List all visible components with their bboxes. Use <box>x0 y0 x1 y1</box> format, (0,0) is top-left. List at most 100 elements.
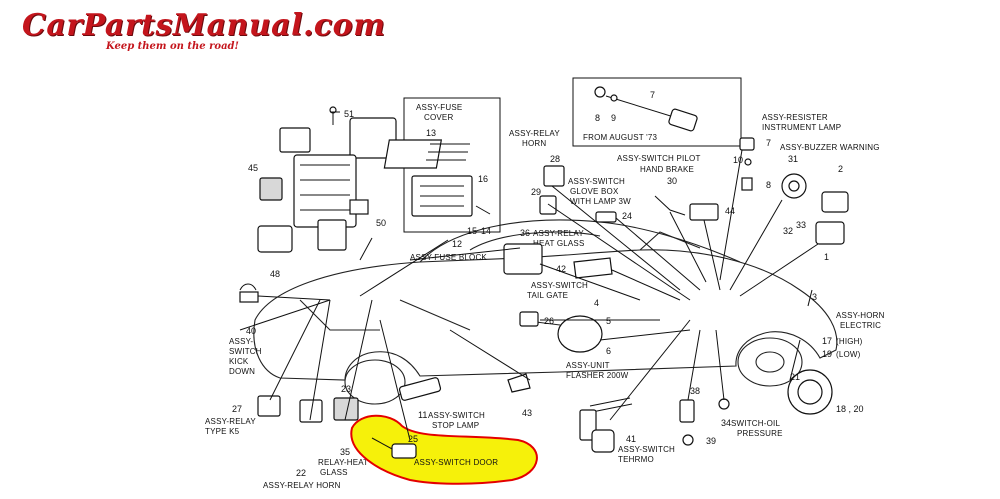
label-tail-gate-1: ASSY-SWITCH <box>531 281 588 290</box>
ref-10: 10 <box>733 155 743 165</box>
label-relay-horn-bottom: ASSY-RELAY HORN <box>263 481 341 490</box>
label-kick-down-2: SWITCH <box>229 347 262 356</box>
logo-text: CarPartsManual.com <box>22 8 386 43</box>
ref-22: 22 <box>296 468 306 478</box>
ref-21: 21 <box>790 372 800 382</box>
ref-18-20: 18 , 20 <box>836 404 864 414</box>
ref-17: 17 <box>822 336 832 346</box>
label-flasher-1: ASSY-UNIT <box>566 361 610 370</box>
label-stop-lamp-2: STOP LAMP <box>432 421 479 430</box>
label-kick-down-3: KICK <box>229 357 249 366</box>
ref-12: 12 <box>452 239 462 249</box>
door-switch-highlight <box>350 414 538 485</box>
ref-7-right: 7 <box>766 138 771 148</box>
ref-43: 43 <box>522 408 532 418</box>
label-oil-pressure-2: PRESSURE <box>737 429 783 438</box>
ref-14: 14 <box>481 226 491 236</box>
label-resister-1: ASSY-RESISTER <box>762 113 828 122</box>
label-type-k5-2: TYPE K5 <box>205 427 240 436</box>
relay-k5-part <box>257 395 281 417</box>
relay-cluster <box>257 106 397 253</box>
ref-50: 50 <box>376 218 386 228</box>
label-fuse-cover-1: ASSY-FUSE <box>416 103 462 112</box>
ref-2: 2 <box>838 164 843 174</box>
ref-16: 16 <box>478 174 488 184</box>
label-tehrmo-1: ASSY-SWITCH <box>618 445 675 454</box>
label-horn-1: ASSY-HORN <box>836 311 885 320</box>
label-heat-glass-1: ASSY-RELAY <box>533 229 584 238</box>
ref-31: 31 <box>788 154 798 164</box>
ref-1: 1 <box>824 252 829 262</box>
ref-25: 25 <box>408 434 418 444</box>
ref-11: 11 <box>418 410 427 420</box>
label-fuse-block: ASSY-FUSE BLOCK <box>410 253 487 262</box>
ref-4: 4 <box>594 298 599 308</box>
ref-38: 38 <box>690 386 700 396</box>
leader-lines <box>239 111 819 441</box>
ref-27: 27 <box>232 404 242 414</box>
label-glove-3: WITH LAMP 3W <box>570 197 631 206</box>
relay-horn-part <box>543 165 565 187</box>
label-fuse-cover-2: COVER <box>424 113 453 122</box>
ref-28: 28 <box>550 154 560 164</box>
label-from-august: FROM AUGUST '73 <box>583 133 658 142</box>
label-glove-1: ASSY-SWITCH <box>568 177 625 186</box>
label-buzzer: ASSY-BUZZER WARNING <box>780 143 880 152</box>
label-pilot-2: HAND BRAKE <box>640 165 694 174</box>
label-resister-2: INSTRUMENT LAMP <box>762 123 841 132</box>
ref-8-top: 8 <box>595 113 600 123</box>
ref-34: 34 <box>721 418 731 428</box>
ref-6: 6 <box>606 346 611 356</box>
ref-19: 19 <box>822 349 832 359</box>
fuse-box-inset <box>383 97 501 233</box>
ref-7-top: 7 <box>650 90 655 100</box>
ref-39: 39 <box>706 436 716 446</box>
label-heat-glass-2: HEAT GLASS <box>533 239 585 248</box>
ref-13: 13 <box>426 128 436 138</box>
ref-41: 41 <box>626 434 636 444</box>
label-switch-door: ASSY-SWITCH DOOR <box>414 458 498 467</box>
label-oil-pressure-1: SWITCH-OIL <box>731 419 780 428</box>
part-44 <box>689 203 719 221</box>
label-flasher-2: FLASHER 200W <box>566 371 629 380</box>
ref-44: 44 <box>725 206 735 216</box>
site-logo: CarPartsManual.com Keep them on the road… <box>22 8 385 52</box>
ref-48: 48 <box>270 269 280 279</box>
relay-heat-glass-part <box>503 243 543 275</box>
label-relay-horn-top-2: HORN <box>522 139 546 148</box>
ref-15: 15 <box>467 226 477 236</box>
ref-26: 26 <box>544 316 554 326</box>
ref-40: 40 <box>246 326 256 336</box>
label-pilot-1: ASSY-SWITCH PILOT <box>617 154 701 163</box>
label-relay-horn-top-1: ASSY-RELAY <box>509 129 560 138</box>
ref-9-top: 9 <box>611 113 616 123</box>
label-kick-down-4: DOWN <box>229 367 255 376</box>
ref-29: 29 <box>531 187 541 197</box>
ref-33: 33 <box>796 220 806 230</box>
label-horn-4: (LOW) <box>836 350 861 359</box>
ref-24: 24 <box>622 211 632 221</box>
ref-32: 32 <box>783 226 793 236</box>
ref-8-right: 8 <box>766 180 771 190</box>
flasher-part <box>557 315 603 353</box>
label-relay-heat-glass-2: GLASS <box>320 468 348 477</box>
label-type-k5-1: ASSY-RELAY <box>205 417 256 426</box>
label-horn-2: ELECTRIC <box>840 321 881 330</box>
ref-30: 30 <box>667 176 677 186</box>
ref-35: 35 <box>340 447 350 457</box>
august-73-inset <box>572 77 742 147</box>
logo-tagline: Keep them on the road! <box>106 41 239 52</box>
label-relay-heat-glass-1: RELAY-HEAT <box>318 458 368 467</box>
label-tehrmo-2: TEHRMO <box>618 455 654 464</box>
ref-3: 3 <box>812 292 817 302</box>
ref-42: 42 <box>556 264 566 274</box>
label-glove-2: GLOVE BOX <box>570 187 619 196</box>
label-tail-gate-2: TAIL GATE <box>527 291 568 300</box>
ref-23: 23 <box>341 384 351 394</box>
ref-5: 5 <box>606 316 611 326</box>
label-stop-lamp-1: ASSY-SWITCH <box>428 411 485 420</box>
ref-36: 36 <box>520 228 530 238</box>
ref-45: 45 <box>248 163 258 173</box>
label-kick-down-1: ASSY- <box>229 337 253 346</box>
